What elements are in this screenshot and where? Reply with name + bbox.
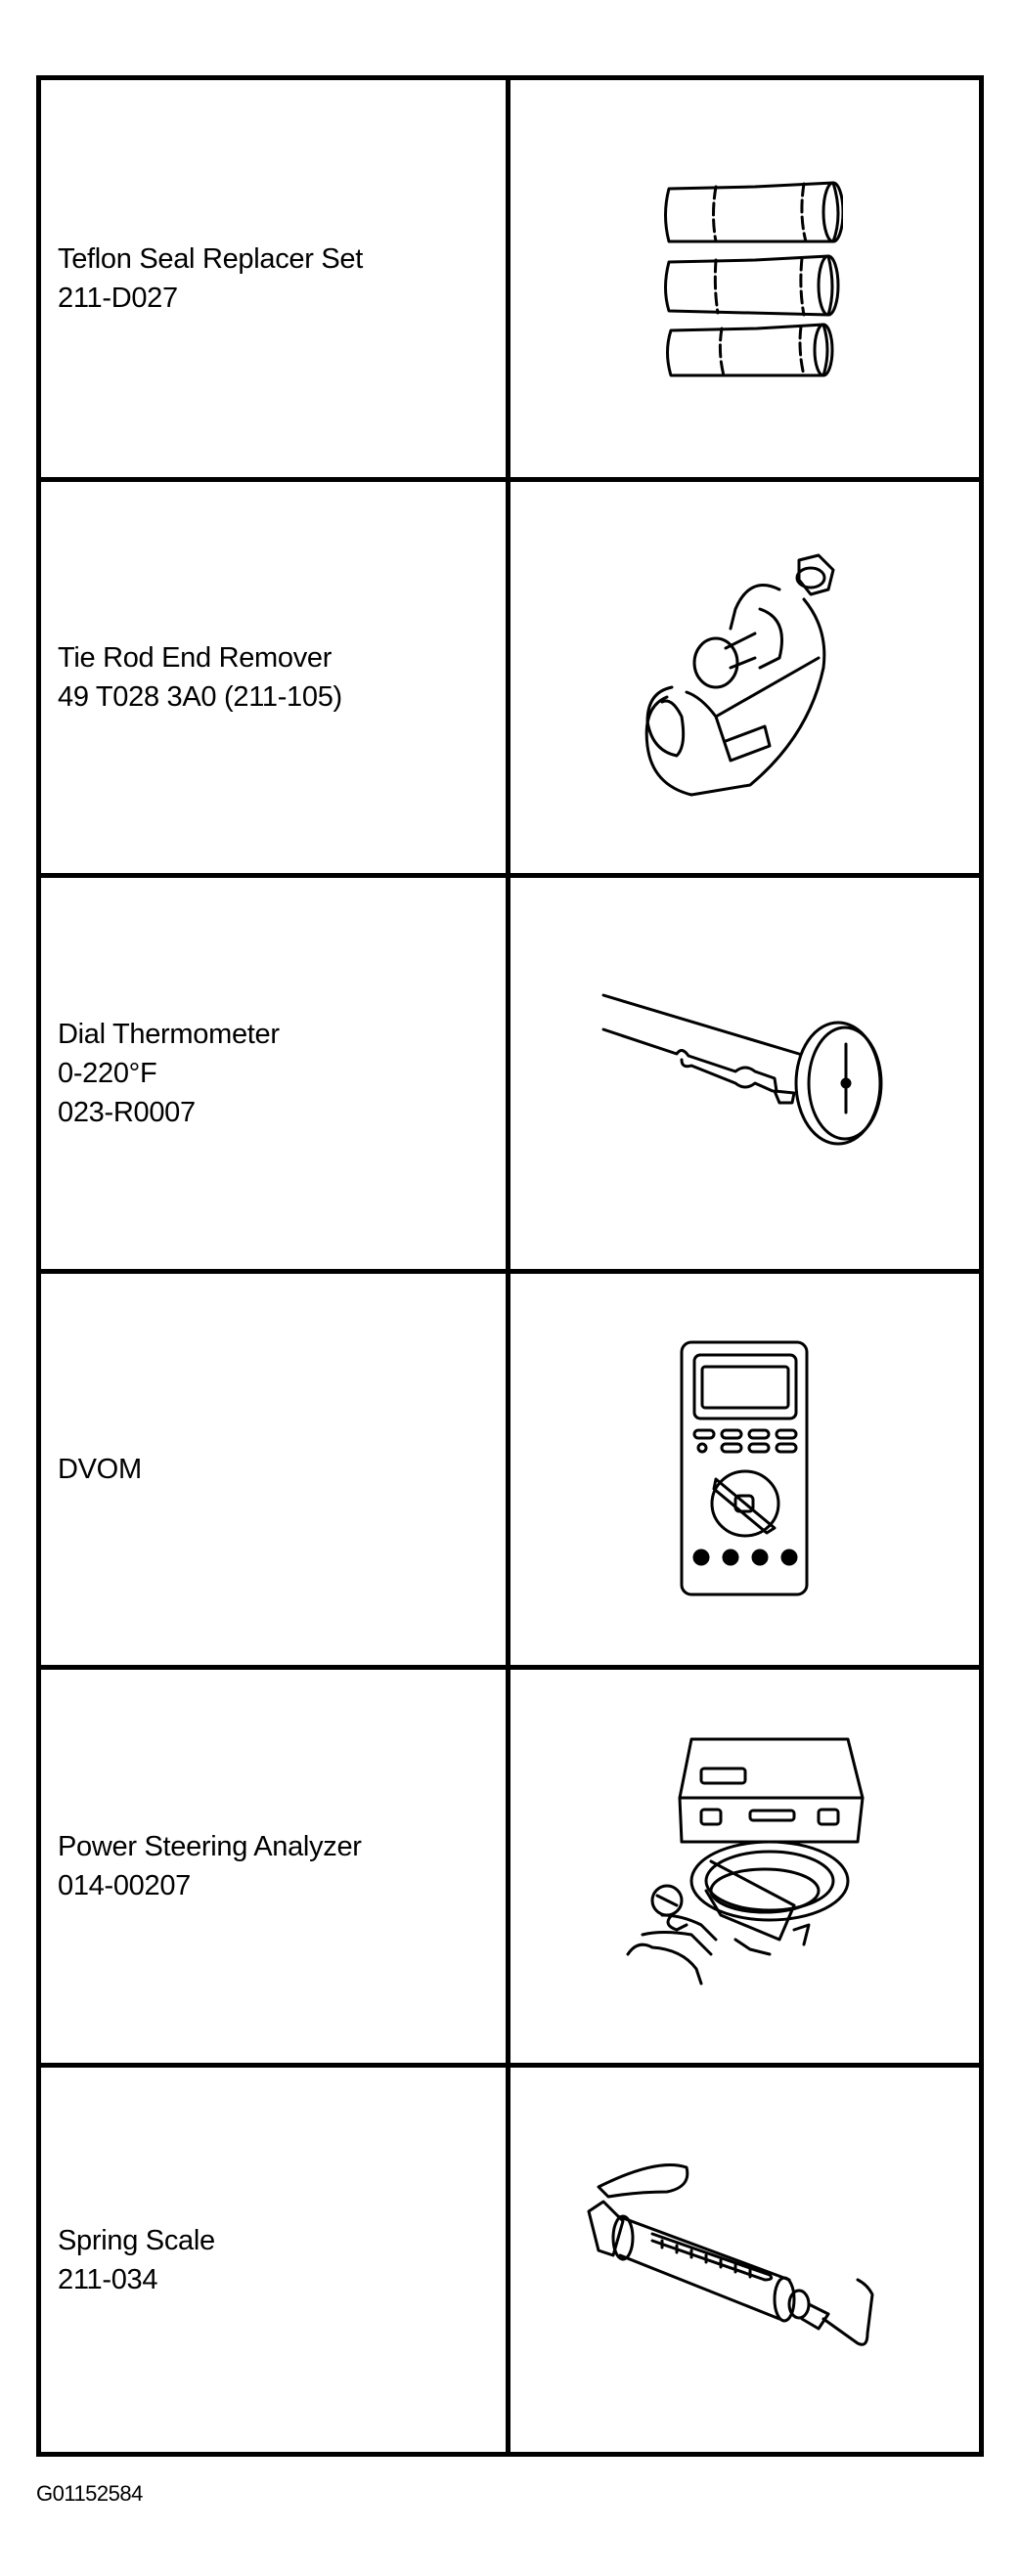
tool-image-cell: [510, 878, 979, 1269]
tool-name: Tie Rod End Remover: [58, 642, 333, 674]
tool-name-cell: Dial Thermometer 0-220°F 023-R0007: [41, 878, 510, 1269]
table-row: DVOM: [41, 1269, 979, 1665]
tool-name-cell: Power Steering Analyzer 014-00207: [41, 1670, 510, 2063]
special-tools-table: Teflon Seal Replacer Set 211-D027: [36, 75, 984, 2457]
tool-image-cell: [510, 80, 979, 477]
table-row: Spring Scale 211-034: [41, 2063, 979, 2452]
tool-image-cell: [510, 1274, 979, 1665]
spring-scale-icon: [587, 2162, 873, 2346]
tool-part-number: 211-034: [58, 2263, 158, 2295]
tool-name: Spring Scale: [58, 2224, 215, 2256]
tool-image-cell: [510, 1670, 979, 2063]
tool-name-cell: Tie Rod End Remover 49 T028 3A0 (211-105…: [41, 482, 510, 873]
tool-part-number: 211-D027: [58, 283, 178, 314]
tool-part-number: 49 T028 3A0 (211-105): [58, 681, 342, 713]
tool-name: Dial Thermometer: [58, 1019, 280, 1050]
table-row: Dial Thermometer 0-220°F 023-R0007: [41, 873, 979, 1269]
tool-name: DVOM: [58, 1454, 142, 1485]
tool-name-cell: Teflon Seal Replacer Set 211-D027: [41, 80, 510, 477]
tool-image-cell: [510, 2068, 979, 2452]
tool-name: Power Steering Analyzer: [58, 1831, 362, 1862]
figure-id: G01152584: [36, 2481, 143, 2506]
dial-thermometer-icon: [601, 993, 882, 1146]
tool-image-cell: [510, 482, 979, 873]
tool-name-cell: Spring Scale 211-034: [41, 2068, 510, 2452]
tie-rod-end-remover-icon: [644, 553, 834, 797]
power-steering-analyzer-icon: [626, 1737, 864, 1986]
tool-range: 0-220°F: [58, 1058, 157, 1089]
tool-name: Teflon Seal Replacer Set: [58, 243, 363, 275]
multimeter-icon: [680, 1340, 808, 1596]
tool-part-number: 014-00207: [58, 1870, 191, 1901]
tool-name-cell: DVOM: [41, 1274, 510, 1665]
table-row: Tie Rod End Remover 49 T028 3A0 (211-105…: [41, 477, 979, 873]
tool-part-number: 023-R0007: [58, 1097, 196, 1128]
seal-replacer-set-icon: [663, 181, 843, 377]
table-row: Power Steering Analyzer 014-00207: [41, 1665, 979, 2063]
table-row: Teflon Seal Replacer Set 211-D027: [41, 80, 979, 477]
